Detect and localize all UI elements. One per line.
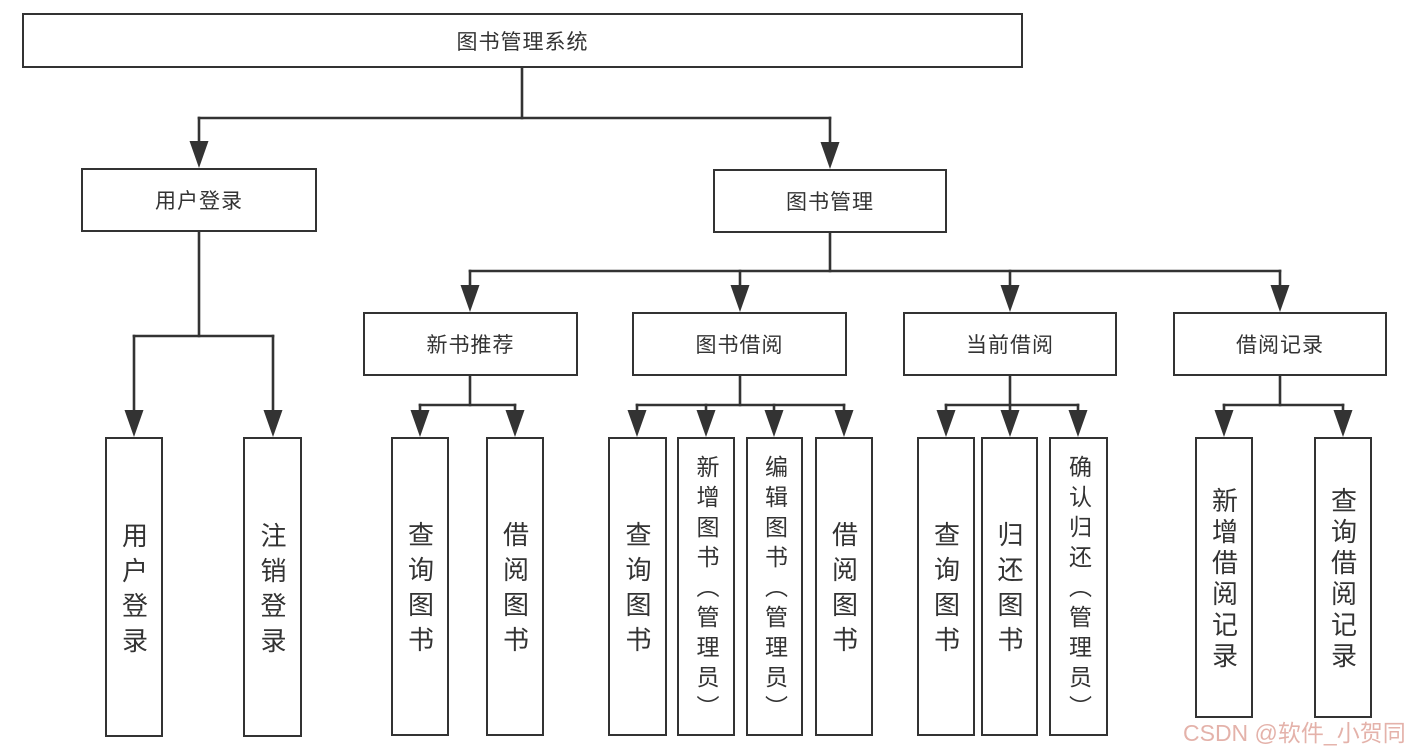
arrowhead-icon	[1000, 410, 1020, 437]
node-new-book-recommend: 新书推荐	[363, 312, 578, 376]
node-query-book-current-label: 查询图书	[930, 521, 961, 661]
node-query-book-borrow-label: 查询图书	[622, 521, 652, 661]
node-query-borrow-record: 查询借阅记录	[1314, 437, 1372, 718]
node-borrow-book-leaf: 借阅图书	[815, 437, 873, 736]
node-query-book-recommend: 查询图书	[391, 437, 449, 736]
node-user-login-leaf-label: 用户登录	[118, 521, 149, 662]
arrowhead-icon	[410, 410, 430, 437]
node-new-book-recommend-label: 新书推荐	[426, 334, 515, 357]
arrowhead-icon	[124, 410, 144, 437]
arrowhead-icon	[1214, 410, 1234, 437]
arrowhead-icon	[1000, 285, 1020, 312]
arrowhead-icon	[505, 410, 525, 437]
arrowhead-icon	[1068, 410, 1088, 437]
node-borrow-records: 借阅记录	[1173, 312, 1387, 376]
node-logout-leaf-label: 注销登录	[257, 521, 287, 662]
node-borrow-records-label: 借阅记录	[1236, 334, 1324, 357]
arrowhead-icon	[936, 410, 956, 437]
arrowhead-icon	[1333, 410, 1353, 437]
arrowhead-icon	[1270, 285, 1290, 312]
node-return-book-label: 归还图书	[994, 521, 1024, 661]
node-add-book-admin: 新增图书（管理员）	[677, 437, 735, 736]
node-query-book-borrow: 查询图书	[608, 437, 667, 736]
node-confirm-return-admin: 确认归还（管理员）	[1049, 437, 1108, 736]
node-query-borrow-record-label: 查询借阅记录	[1327, 487, 1358, 673]
arrowhead-icon	[263, 410, 283, 437]
node-edit-book-admin: 编辑图书（管理员）	[746, 437, 803, 736]
node-current-borrow: 当前借阅	[903, 312, 1117, 376]
node-user-login-leaf: 用户登录	[105, 437, 163, 737]
node-query-book-recommend-label: 查询图书	[404, 521, 435, 661]
arrowhead-icon	[820, 142, 840, 169]
node-book-management-label: 图书管理	[786, 191, 874, 214]
node-root-label: 图书管理系统	[456, 30, 589, 54]
node-add-borrow-record-label: 新增借阅记录	[1208, 487, 1239, 673]
node-return-book: 归还图书	[981, 437, 1038, 736]
arrowhead-icon	[627, 410, 647, 437]
node-add-book-admin-label: 新增图书（管理员）	[693, 455, 719, 725]
node-query-book-current: 查询图书	[917, 437, 975, 736]
arrowhead-icon	[460, 285, 480, 312]
node-borrow-book-recommend-label: 借阅图书	[499, 521, 530, 661]
node-edit-book-admin-label: 编辑图书（管理员）	[761, 455, 788, 725]
node-current-borrow-label: 当前借阅	[966, 334, 1054, 357]
node-borrow-book-recommend: 借阅图书	[486, 437, 544, 736]
arrowhead-icon	[696, 410, 716, 437]
node-book-borrow: 图书借阅	[632, 312, 847, 376]
node-user-login: 用户登录	[81, 168, 317, 232]
node-user-login-label: 用户登录	[155, 190, 243, 213]
node-root: 图书管理系统	[22, 13, 1023, 68]
arrowhead-icon	[189, 141, 209, 168]
node-logout-leaf: 注销登录	[243, 437, 302, 737]
node-confirm-return-admin-label: 确认归还（管理员）	[1065, 455, 1092, 725]
node-book-management: 图书管理	[713, 169, 947, 233]
arrowhead-icon	[834, 410, 854, 437]
arrowhead-icon	[730, 285, 750, 312]
node-borrow-book-leaf-label: 借阅图书	[828, 521, 859, 661]
watermark: CSDN @软件_小贺同学	[1183, 720, 1405, 746]
node-add-borrow-record: 新增借阅记录	[1195, 437, 1253, 718]
arrowhead-icon	[764, 410, 784, 437]
node-book-borrow-label: 图书借阅	[695, 334, 784, 357]
